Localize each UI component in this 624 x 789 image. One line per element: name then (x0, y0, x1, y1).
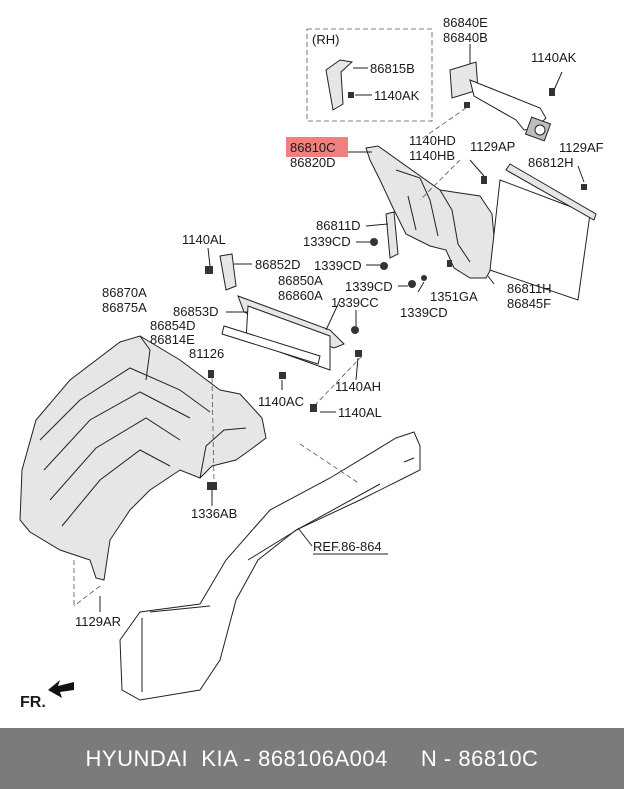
label-1339CC: 1339CC (331, 295, 379, 310)
label-86810C: 86810C (290, 140, 336, 155)
body-panel-ref (119, 431, 421, 701)
label-1129AR: 1129AR (75, 614, 121, 629)
footer-text: HYUNDAI KIA - 868106A004 N - 86810C (85, 745, 539, 771)
label-1351GA: 1351GA (430, 289, 478, 304)
label-1140AK-rh: 1140AK (374, 88, 420, 103)
label-1140AL-top: 1140AL (182, 232, 226, 247)
label-1140AL: 1140AL (338, 405, 382, 420)
label-86820D: 86820D (290, 155, 336, 170)
mudguard-86810C (365, 145, 497, 279)
label-1129AP: 1129AP (470, 139, 515, 154)
label-1339CD-d: 1339CD (400, 305, 448, 320)
label-fr: FR. (20, 694, 46, 711)
bracket-86811D (385, 211, 399, 259)
bracket-86854D (221, 325, 321, 365)
bracket-86852D (219, 253, 237, 291)
label-1140AK: 1140AK (531, 50, 577, 65)
label-86870A: 86870A (102, 285, 147, 300)
label-1336AB: 1336AB (191, 506, 237, 521)
label-1339CD-c: 1339CD (345, 279, 393, 294)
rh-inset-box (306, 28, 433, 122)
label-1140AH: 1140AH (335, 379, 381, 394)
strip-86812H (505, 163, 597, 221)
front-arrow-icon (48, 680, 74, 698)
label-81126: 81126 (189, 346, 224, 361)
parts-diagram: (RH) 86815B 1140AK 86840E 86840B 1140AK … (19, 15, 604, 711)
label-86853D: 86853D (173, 304, 219, 319)
label-86815B: 86815B (370, 61, 415, 76)
label-86875A: 86875A (102, 300, 147, 315)
label-1339CD-b: 1339CD (314, 258, 362, 273)
wheel-liner-86870A (19, 335, 267, 581)
label-86840E: 86840E (443, 15, 488, 30)
label-1339CD-a: 1339CD (303, 234, 351, 249)
label-86840B: 86840B (443, 30, 488, 45)
label-1140HB: 1140HB (409, 148, 455, 163)
bracket-86815B (325, 59, 354, 111)
label-86812H: 86812H (528, 155, 574, 170)
label-86811H: 86811H (507, 281, 552, 296)
mudflap-86811H (489, 179, 591, 301)
label-ref: REF.86-864 (313, 539, 382, 554)
label-86811D: 86811D (316, 218, 361, 233)
label-86854D: 86854D (150, 318, 196, 333)
label-1140AC: 1140AC (258, 394, 304, 409)
footer-bar: HYUNDAI KIA - 868106A004 N - 86810C (0, 728, 624, 789)
label-1140HD: 1140HD (409, 133, 456, 148)
label-86814E: 86814E (150, 332, 195, 347)
label-86852D: 86852D (255, 257, 301, 272)
bolt-rh (348, 92, 354, 98)
label-86860A: 86860A (278, 288, 323, 303)
highlight-box (286, 137, 348, 157)
label-1129AF: 1129AF (559, 140, 604, 155)
label-86850A: 86850A (278, 273, 323, 288)
label-rh: (RH) (312, 32, 339, 47)
label-86845F: 86845F (507, 296, 551, 311)
